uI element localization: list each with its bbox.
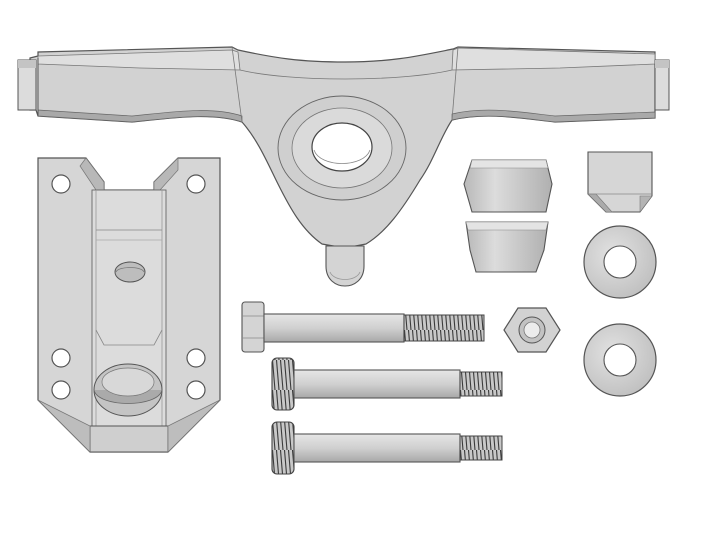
- hex-nut-icon: [503, 307, 561, 353]
- mount-hole-low-right: [186, 380, 206, 400]
- axle-bolt-lower-thread: [459, 435, 503, 461]
- socket-cap-bolt-icon: [271, 421, 503, 475]
- mount-hole-mid-left: [51, 348, 71, 368]
- pivot-nub: [325, 245, 365, 287]
- mount-hole-top-left: [51, 174, 71, 194]
- kingpin-head: [241, 301, 265, 353]
- kingpin-shaft: [263, 313, 405, 343]
- truck-hanger-icon: [17, 46, 670, 287]
- baseplate-icon: [37, 157, 221, 453]
- barrel-bushing-icon: [463, 159, 553, 213]
- mount-hole-top-right: [186, 174, 206, 194]
- kingpin-thread: [403, 314, 485, 342]
- axle-bolt-upper-head: [271, 357, 295, 411]
- mount-hole-mid-right: [186, 348, 206, 368]
- axle-bolt-upper-thread: [459, 371, 503, 397]
- pivot-cup-icon: [587, 151, 653, 213]
- mount-hole-low-left: [51, 380, 71, 400]
- barrel-bushing-icon: [465, 221, 549, 273]
- axle-bolt-upper-shaft: [293, 369, 461, 399]
- washer-icon: [583, 323, 657, 397]
- hex-bolt-icon: [241, 301, 485, 353]
- axle-bolt-lower-shaft: [293, 433, 461, 463]
- socket-cap-bolt-icon: [271, 357, 503, 411]
- axle-bolt-lower-head: [271, 421, 295, 475]
- washer-icon: [583, 225, 657, 299]
